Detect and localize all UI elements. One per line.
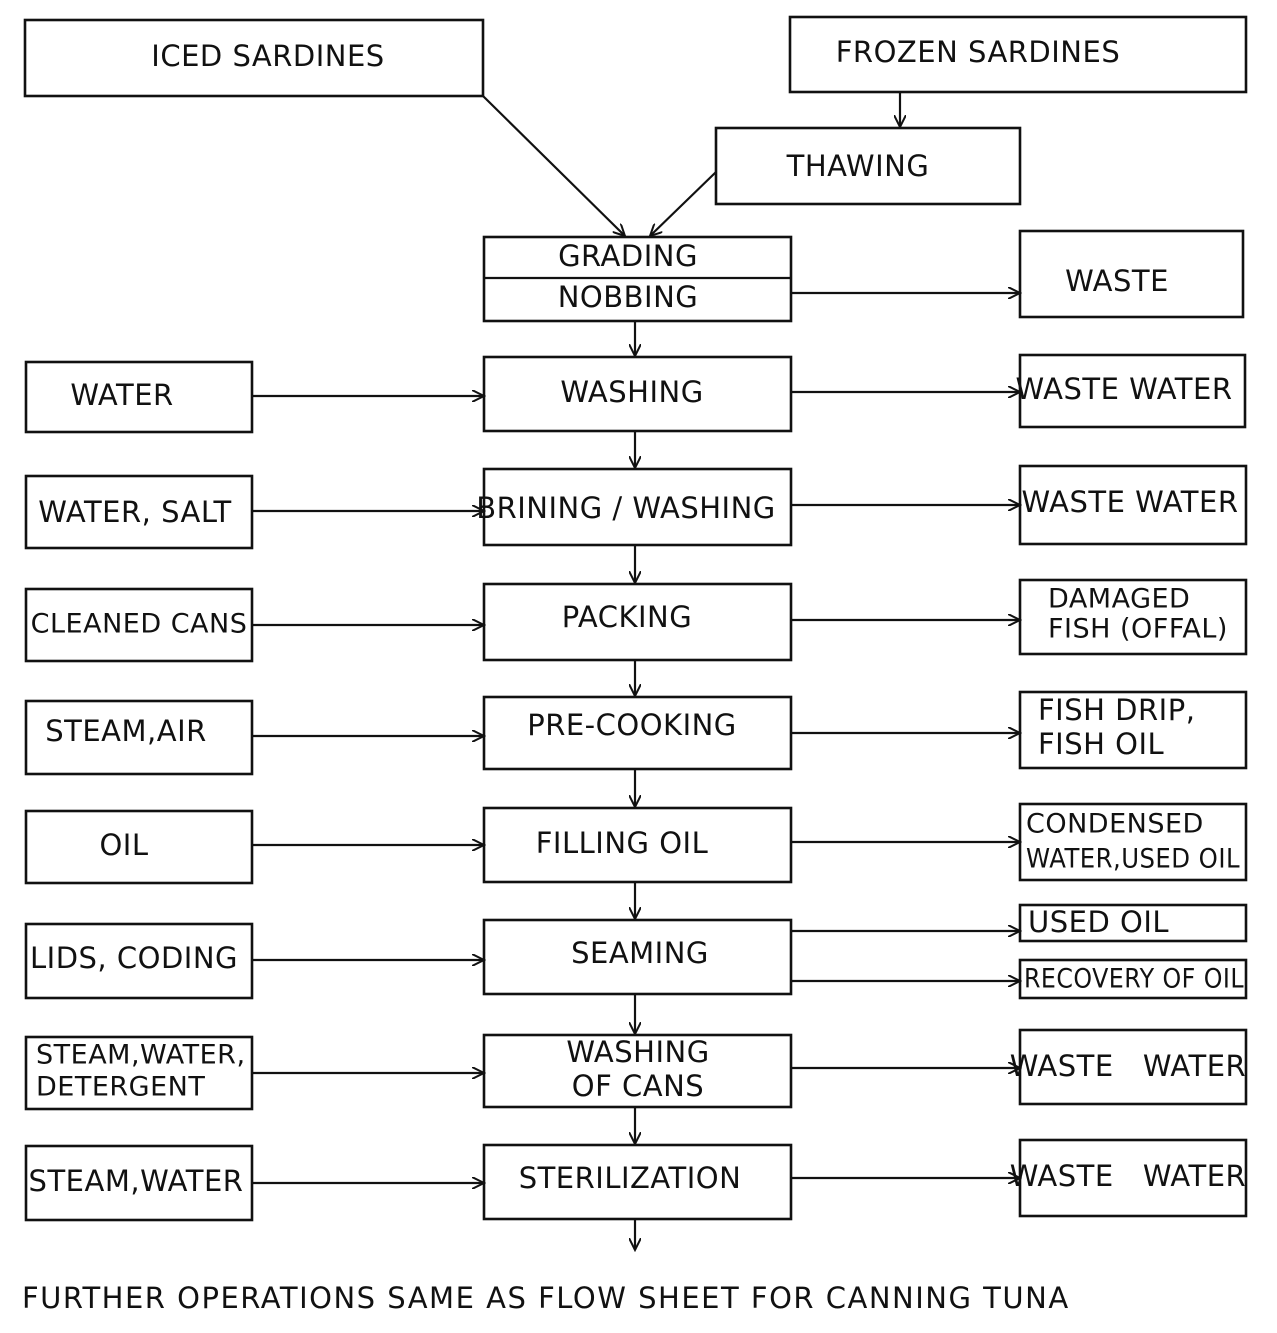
washing-waste-water-box: WASTE WATER [1016,353,1247,429]
thawing-to-grading-arrow [650,171,717,236]
washing-of-cans-label-line1: WASHING [566,1035,709,1069]
lids-coding-input-box: LIDS, CODING [24,922,254,1000]
brining-waste-water-label: WASTE WATER [1022,485,1239,519]
washing-of-cans-box: WASHING OF CANS [482,1033,793,1109]
cans-waste-water-box: WASTE WATER [1010,1028,1248,1106]
detergent-input-label-line1: STEAM,WATER, [36,1040,246,1071]
cans-waste-water-label: WASTE WATER [1010,1049,1246,1083]
water-salt-input-label: WATER, SALT [38,495,231,529]
oil-input-label: OIL [99,828,148,862]
water-input-label: WATER [70,378,173,412]
water-salt-input-box: WATER, SALT [24,474,254,550]
water-input-box: WATER [24,360,254,434]
steam-air-input-label: STEAM,AIR [45,714,207,748]
fish-drip-label-line1: FISH DRIP, [1038,693,1195,727]
condensed-label-line2: WATER,USED OIL [1026,844,1240,875]
steam-water-input-box: STEAM,WATER [24,1144,254,1222]
precooking-box: PRE-COOKING [482,695,793,771]
fish-drip-box: FISH DRIP, FISH OIL [1018,690,1248,770]
nobbing-label: NOBBING [558,280,699,314]
brining-box: BRINING / WASHING [476,467,793,547]
thawing-box: THAWING [714,126,1022,206]
footer-note: FURTHER OPERATIONS SAME AS FLOW SHEET FO… [22,1281,1070,1315]
thawing-label: THAWING [786,149,930,183]
lids-coding-input-label: LIDS, CODING [30,941,238,975]
sterilization-box: STERILIZATION [482,1143,793,1221]
oil-input-box: OIL [24,809,254,885]
waste-box: WASTE [1018,229,1245,319]
cleaned-cans-input-label: CLEANED CANS [31,609,248,640]
brining-label: BRINING / WASHING [476,491,776,525]
used-oil-box: USED OIL [1018,903,1248,943]
steam-water-input-label: STEAM,WATER [29,1164,244,1198]
washing-of-cans-label-line2: OF CANS [572,1069,704,1103]
condensed-water-box: CONDENSED WATER,USED OIL [1018,802,1248,882]
cleaned-cans-input-box: CLEANED CANS [24,587,254,663]
recovery-oil-box: RECOVERY OF OIL [1018,958,1248,1000]
frozen-sardines-box: FROZEN SARDINES [788,15,1248,94]
iced-sardines-box: ICED SARDINES [23,18,485,98]
filling-oil-label: FILLING OIL [536,826,709,860]
waste-label: WASTE [1065,264,1169,298]
frozen-sardines-label: FROZEN SARDINES [836,35,1121,69]
fish-drip-label-line2: FISH OIL [1038,727,1164,761]
detergent-input-label-line2: DETERGENT [36,1072,205,1103]
recovery-oil-label: RECOVERY OF OIL [1024,964,1244,995]
washing-box: WASHING [482,355,793,433]
steam-air-input-box: STEAM,AIR [24,699,254,776]
iced-sardines-label: ICED SARDINES [151,39,384,73]
damaged-fish-label-line2: FISH (OFFAL) [1048,614,1228,645]
condensed-label-line1: CONDENSED [1026,809,1204,840]
damaged-fish-label-line1: DAMAGED [1048,584,1190,615]
filling-oil-box: FILLING OIL [482,806,793,884]
iced-to-grading-arrow [482,95,625,236]
brining-waste-water-box: WASTE WATER [1018,464,1248,546]
sterilization-waste-water-label: WASTE WATER [1010,1159,1246,1193]
seaming-label: SEAMING [571,936,709,970]
seaming-box: SEAMING [482,918,793,996]
washing-label: WASHING [560,375,703,409]
grading-label: GRADING [558,239,698,273]
sterilization-waste-water-box: WASTE WATER [1010,1138,1248,1218]
washing-waste-water-label: WASTE WATER [1016,372,1233,406]
damaged-fish-box: DAMAGED FISH (OFFAL) [1018,578,1248,656]
packing-box: PACKING [482,582,793,662]
sterilization-label: STERILIZATION [519,1161,742,1195]
steam-water-detergent-input-box: STEAM,WATER, DETERGENT [24,1035,254,1111]
used-oil-label: USED OIL [1028,905,1169,939]
precooking-label: PRE-COOKING [527,708,737,742]
packing-label: PACKING [562,600,692,634]
grading-nobbing-box: GRADING NOBBING [482,235,793,323]
